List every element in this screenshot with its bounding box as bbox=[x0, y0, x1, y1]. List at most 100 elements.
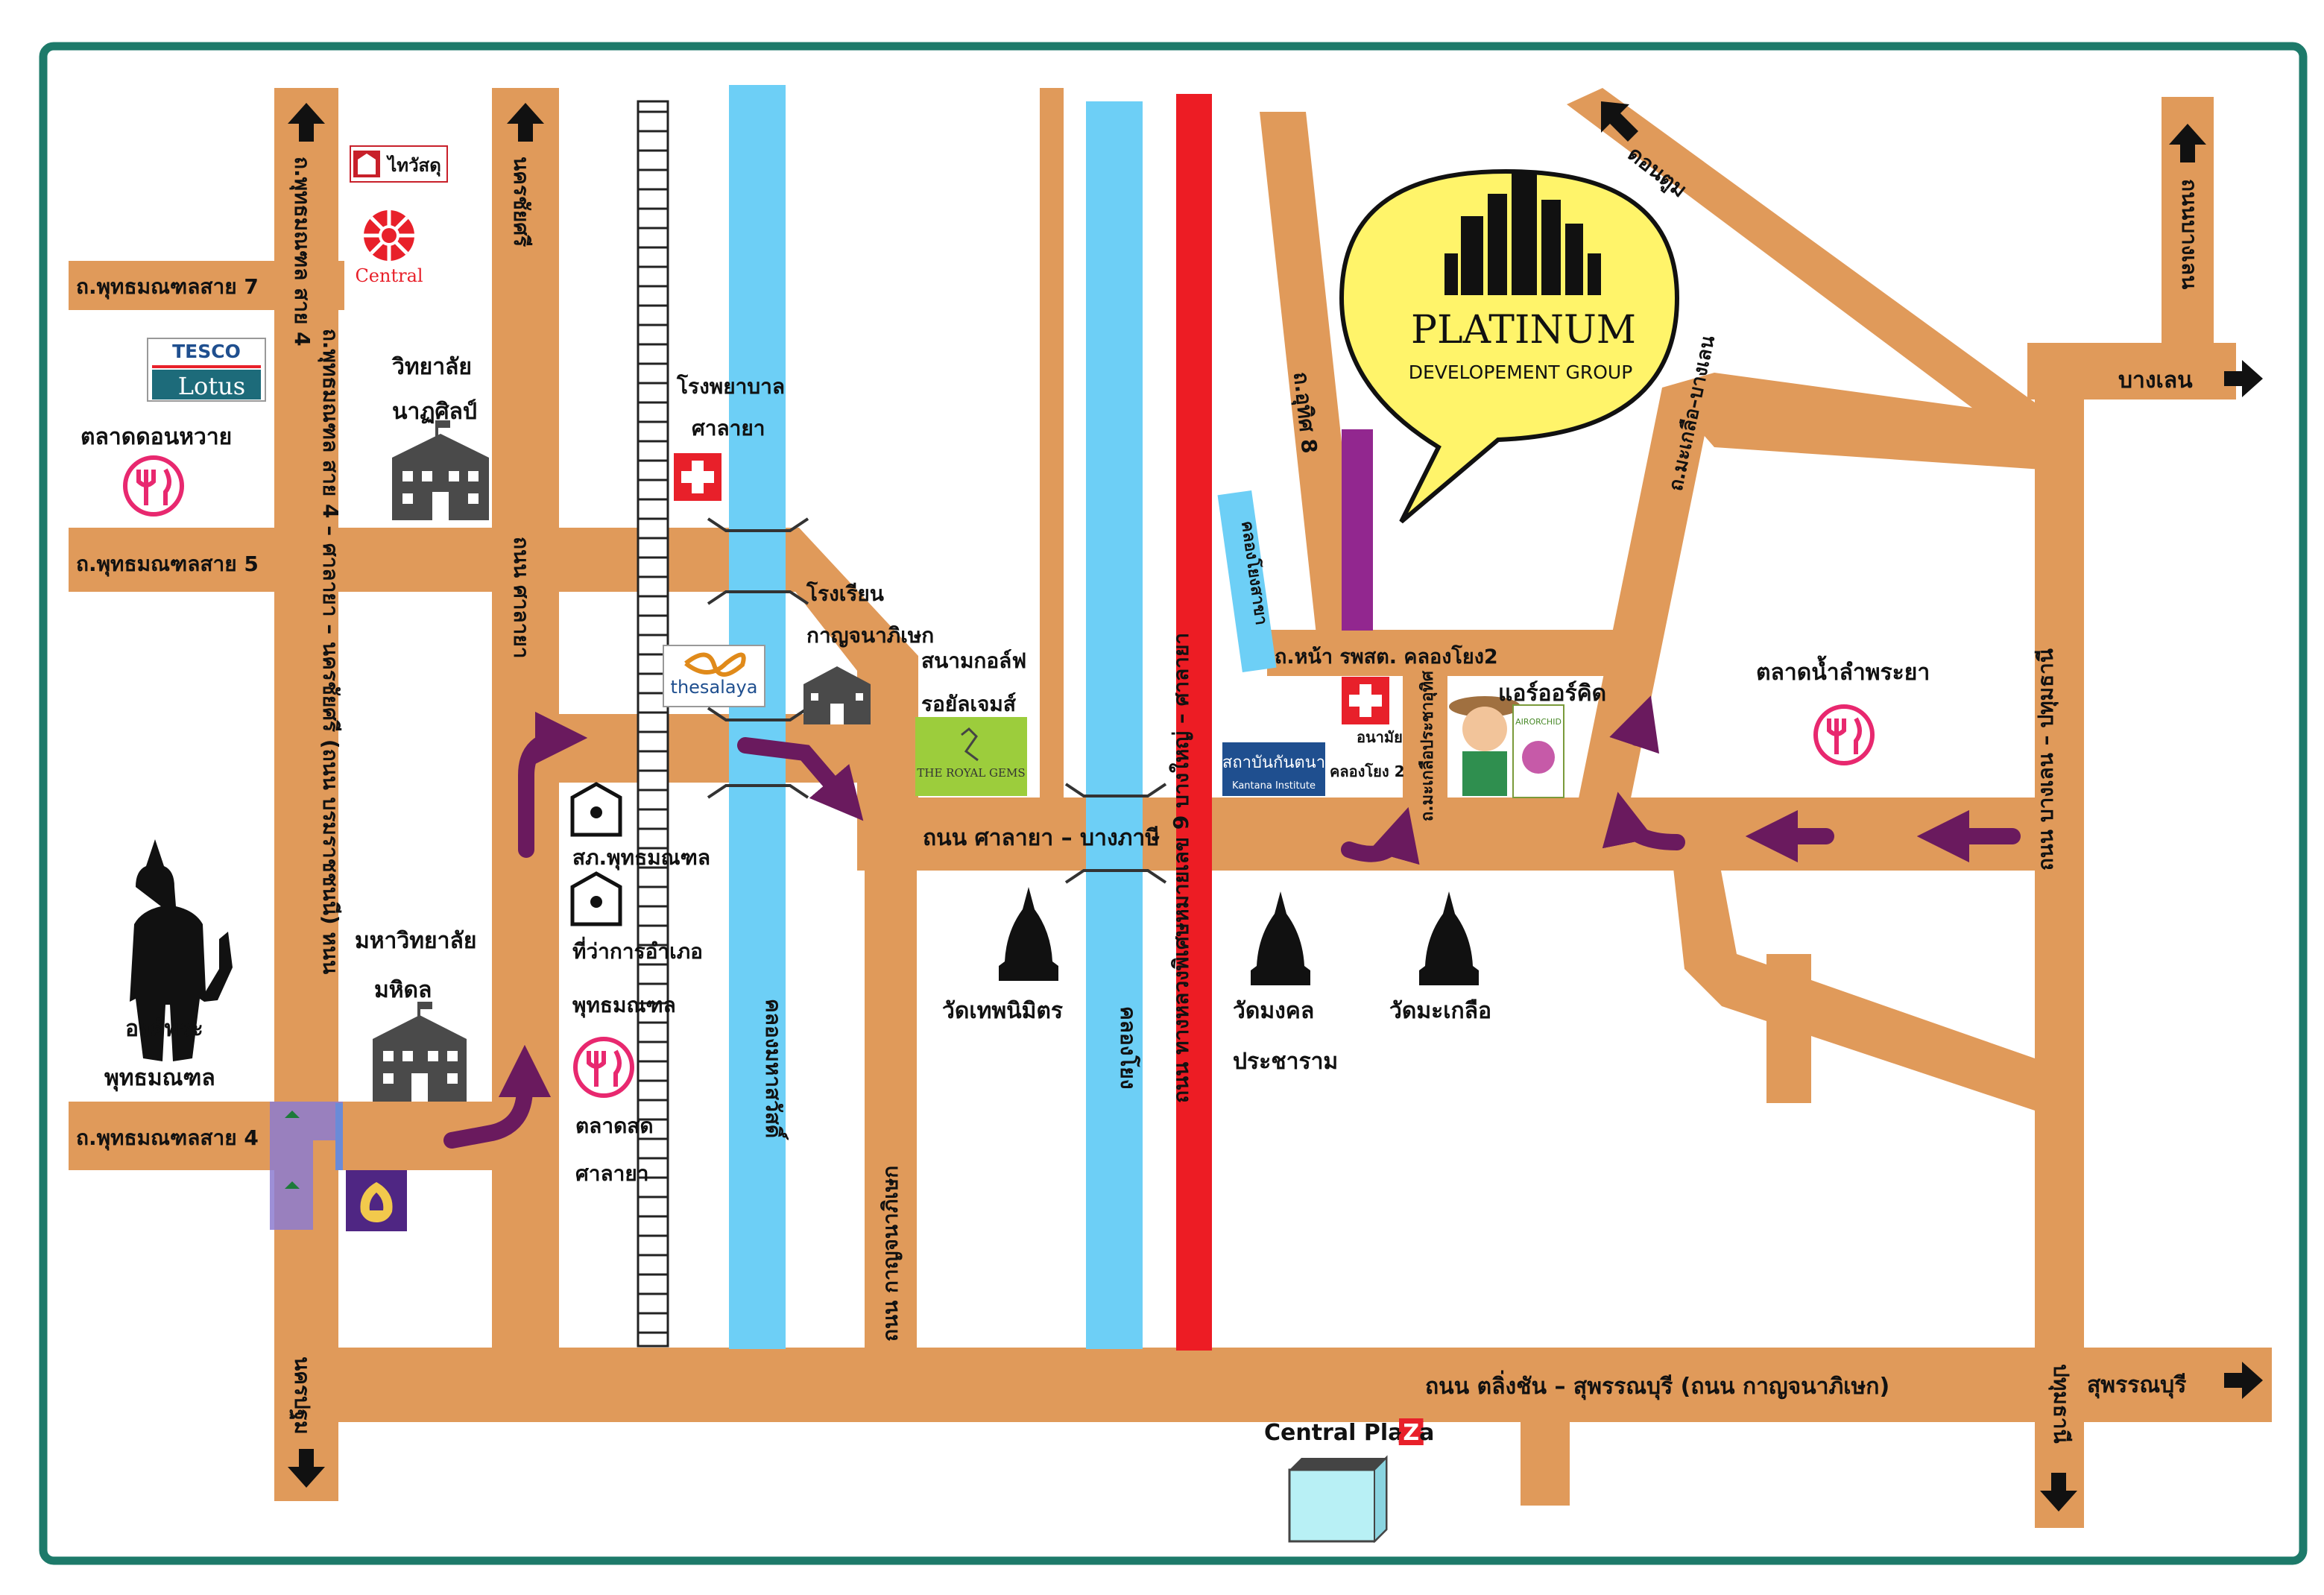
district-line2: พุทธมณฑล bbox=[572, 993, 676, 1018]
wat-mongkol-stupa-icon bbox=[1251, 891, 1310, 985]
college-building-icon bbox=[392, 420, 489, 520]
central-logo: Central bbox=[355, 210, 423, 286]
wat-thep-label: วัดเทพนิมิตร bbox=[942, 998, 1063, 1024]
road-network bbox=[69, 88, 2272, 1528]
canal-mahasawat-label: คลองมหาสวัสดิ์ bbox=[761, 999, 789, 1140]
arrow-down-left bbox=[288, 1449, 325, 1488]
school-line2: กาญจนาภิเษก bbox=[806, 623, 934, 648]
central-label: Central bbox=[355, 265, 423, 286]
kantana-logo: สถาบันกันตนา Kantana Institute bbox=[1222, 742, 1325, 796]
roundabout bbox=[270, 1102, 343, 1230]
wat-mongkol-line2: ประชาราม bbox=[1233, 1049, 1338, 1075]
fresh-market-line1: ตลาดสด bbox=[575, 1114, 654, 1138]
hospital-line2: ศาลายา bbox=[692, 416, 765, 440]
brand-name: PLATINUM bbox=[1411, 308, 1636, 353]
fork-knife-icon bbox=[136, 468, 171, 505]
lotus-label: Lotus bbox=[178, 372, 245, 400]
arrow-down-right-road bbox=[2040, 1473, 2077, 1512]
arrow-up-right-road bbox=[2169, 124, 2206, 162]
main-road-label: ถนน ศาลายา – บางภาษี bbox=[923, 825, 1160, 851]
railway-track bbox=[637, 100, 669, 1348]
market-donwai-label: ตลาดดอนหวาย bbox=[80, 424, 232, 450]
air-orchid-label: แอร์ออร์คิด bbox=[1498, 680, 1606, 707]
buddha-statue-icon bbox=[130, 839, 233, 1061]
golf-line1: สนามกอล์ฟ bbox=[921, 648, 1026, 673]
hospital-cross-icon bbox=[674, 453, 721, 501]
canal-mahasawat bbox=[729, 85, 786, 1349]
left-top-label: ถ.พุทธมณฑล สาย 4 bbox=[289, 157, 315, 347]
fresh-market-line2: ศาลายา bbox=[575, 1161, 649, 1186]
buddha-line1: องค์พระ bbox=[125, 1016, 203, 1042]
thesalaya-label: thesalaya bbox=[671, 677, 758, 698]
highway-label: ถนน ทางหลวงพิเศษหมายเลข 9 บางใหญ่ – ศาลา… bbox=[1169, 633, 1193, 1103]
central-plaza-building bbox=[1288, 1455, 1388, 1544]
health-center-cross-icon bbox=[1342, 677, 1389, 724]
buddha-line2: พุทธมณฑล bbox=[104, 1065, 215, 1092]
bang-len-label: บางเลน bbox=[2118, 367, 2193, 394]
soi7-label: ถ.พุทธมณฑลสาย 7 bbox=[76, 274, 259, 300]
market-donwai-marker bbox=[123, 455, 184, 517]
district-office-icon bbox=[570, 871, 622, 926]
air-orchid-logo: AIRORCHID bbox=[1449, 696, 1564, 798]
wat-maklue-label: วัดมะเกลือ bbox=[1389, 998, 1491, 1024]
left-bottom-label: นครปฐม bbox=[288, 1356, 315, 1435]
platinum-logo-bubble: PLATINUM DEVELOPEMENT GROUP bbox=[1339, 168, 1680, 524]
central-plaza-label: Central PlaZa bbox=[1264, 1420, 1434, 1446]
district-line1: ที่ว่าการอำเภอ bbox=[572, 936, 703, 964]
canal-khlong-yong-small bbox=[1217, 490, 1277, 673]
arrow-up-salaya bbox=[507, 103, 544, 142]
building-icon bbox=[1444, 171, 1601, 295]
golf-line2: รอยัลเจมส์ bbox=[921, 692, 1017, 716]
tesco-label: TESCO bbox=[172, 341, 241, 362]
left-vertical-road-label: ถ.พุทธมณฑล สาย 4 – ศาลายา – นครชัยศรี (ถ… bbox=[318, 329, 343, 974]
parking-area bbox=[1342, 429, 1373, 631]
right-top-label: ถนนบางเลน bbox=[2177, 179, 2202, 289]
health-center-label: อนามัย bbox=[1357, 728, 1403, 746]
market-lampraya-marker bbox=[1813, 704, 1875, 765]
mahidol-line2: มหิดล bbox=[374, 977, 432, 1003]
market-salaya-marker bbox=[573, 1037, 634, 1098]
lampraya-label: ตลาดน้ำลำพระยา bbox=[1756, 655, 1930, 686]
soi5-label: ถ.พุทธมณฑลสาย 5 bbox=[76, 552, 259, 577]
arrow-right-banglen bbox=[2224, 360, 2263, 397]
mahidol-building-icon bbox=[373, 1002, 467, 1102]
college-line1: วิทยาลัย bbox=[391, 354, 472, 380]
thaiwatsadu-label: ไทวัสดุ bbox=[385, 154, 441, 177]
rpst-road-label: ถ.หน้า รพสต. คลองโยง2 bbox=[1275, 644, 1498, 669]
direction-arrows bbox=[443, 695, 2021, 1149]
maklue-vertical-label: ถ.มะเกลือประชาอุทิศ bbox=[1418, 670, 1438, 821]
right-vertical-label: ถนน บางเลน – ปทุมธานี bbox=[2033, 648, 2059, 871]
kanchana-vertical-label: ถนน กาญจนาภิเษก bbox=[878, 1166, 903, 1342]
fork-knife-icon bbox=[1827, 717, 1862, 754]
canal-khlong-yong-label: คลองโยง bbox=[1116, 1006, 1141, 1090]
arrow-right-suphan bbox=[2224, 1362, 2263, 1399]
school-line1: โรงเรียน bbox=[806, 581, 884, 606]
royal-gems-logo: THE ROYAL GEMS bbox=[915, 717, 1027, 796]
arrow-diag-dontum bbox=[1601, 101, 1638, 142]
wat-mongkol-line1: วัดมงคล bbox=[1233, 998, 1314, 1024]
soi4-label: ถ.พุทธมณฑลสาย 4 bbox=[76, 1125, 259, 1151]
wat-thep-stupa-icon bbox=[999, 887, 1058, 981]
bottom-road-label: ถนน ตลิ่งชัน – สุพรรณบุรี (ถนน กาญจนาภิเ… bbox=[1425, 1370, 1889, 1400]
salaya-road-label: ถนน ศาลายา bbox=[509, 537, 534, 659]
brand-tagline: DEVELOPEMENT GROUP bbox=[1409, 361, 1633, 383]
thesalaya-logo: thesalaya bbox=[663, 645, 765, 707]
right-bottom-label: ปทุมธานี bbox=[2048, 1364, 2074, 1444]
kantana-thai-label: สถาบันกันตนา bbox=[1222, 754, 1325, 772]
college-line2: นาฏศิลป์ bbox=[392, 399, 477, 425]
arrow-up-left bbox=[288, 103, 325, 142]
salaya-top-label: นครชัยศรี bbox=[509, 157, 534, 247]
police-label: สภ.พุทธมณฑล bbox=[572, 845, 710, 871]
tesco-lotus-logo: TESCO Lotus bbox=[147, 338, 266, 402]
thaiwatsadu-logo: ไทวัสดุ bbox=[350, 145, 448, 183]
school-building-icon bbox=[803, 666, 871, 724]
scb-bank-icon bbox=[346, 1170, 407, 1231]
wat-maklue-stupa-icon bbox=[1419, 891, 1479, 985]
khlong-yong-2-label: คลองโยง 2 bbox=[1330, 762, 1405, 780]
bridge-marks bbox=[707, 517, 1167, 884]
highway-9 bbox=[1176, 94, 1212, 1351]
royal-gems-label: THE ROYAL GEMS bbox=[917, 766, 1025, 780]
mahidol-line1: มหาวิทยาลัย bbox=[355, 928, 476, 954]
canal-khlong-yong bbox=[1086, 101, 1143, 1349]
